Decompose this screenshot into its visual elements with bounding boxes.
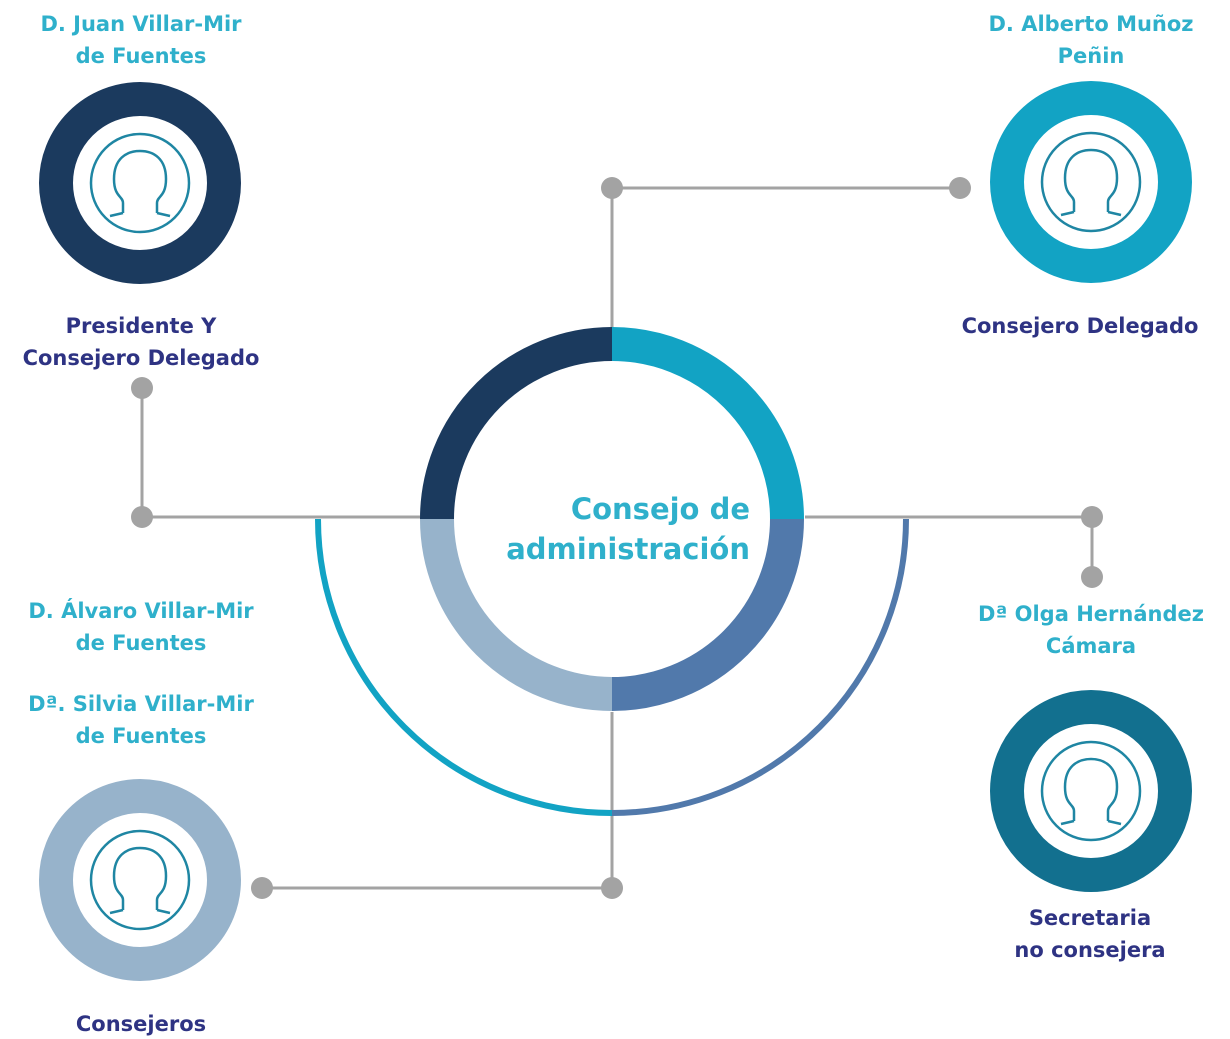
dot-right-top <box>1081 506 1103 528</box>
person-icon <box>1040 131 1142 233</box>
dot-bottom-right <box>601 877 623 899</box>
avatar-presidente <box>39 82 241 284</box>
member-name-consejeros: D. Álvaro Villar-Mir de Fuentes <box>10 595 272 659</box>
name-line: Dª. Silvia Villar-Mir <box>28 692 254 716</box>
role-line: Consejero Delegado <box>22 346 260 370</box>
central-ring <box>420 327 804 711</box>
member-name-consejero-delegado: D. Alberto Muñoz Peñin <box>960 8 1222 72</box>
member-role-consejero-delegado: Consejero Delegado <box>930 310 1230 342</box>
role-line: no consejera <box>1014 938 1166 962</box>
ring-segment-top-left <box>420 327 613 520</box>
avatar-secretaria <box>990 690 1192 892</box>
avatar-consejeros <box>39 779 241 981</box>
role-line: Consejeros <box>75 1012 207 1036</box>
member-name-secretaria: Dª Olga Hernández Cámara <box>955 598 1227 662</box>
name-line: Cámara <box>1045 634 1137 658</box>
avatar-ring <box>990 690 1192 892</box>
outer-arc-right <box>611 518 909 816</box>
dot-left-top <box>131 377 153 399</box>
dot-top-left <box>601 177 623 199</box>
name-line: D. Alberto Muñoz <box>988 12 1194 36</box>
role-line: Consejero Delegado <box>961 314 1199 338</box>
ring-segment-top-right <box>611 327 804 520</box>
outer-arc <box>315 518 909 816</box>
name-line: de Fuentes <box>75 44 207 68</box>
member-role-presidente: Presidente Y Consejero Delegado <box>0 310 282 374</box>
ring-segment-bottom-right <box>611 518 804 711</box>
ring-segment-bottom-left <box>420 518 613 711</box>
name-line: de Fuentes <box>75 724 207 748</box>
person-icon <box>1040 740 1142 842</box>
role-line: Presidente Y <box>65 314 217 338</box>
name-line: D. Álvaro Villar-Mir <box>28 599 254 623</box>
member-name-presidente: D. Juan Villar-Mir de Fuentes <box>10 8 272 72</box>
person-icon <box>89 829 191 931</box>
name-line: Peñin <box>1057 44 1125 68</box>
dot-right-bottom <box>1081 566 1103 588</box>
name-line: Dª Olga Hernández <box>978 602 1204 626</box>
dot-top-right <box>949 177 971 199</box>
outer-arc-left <box>315 518 613 816</box>
dot-bottom-left <box>251 877 273 899</box>
member-name-consejeros-2: Dª. Silvia Villar-Mir de Fuentes <box>10 688 272 752</box>
connector-dots <box>131 177 1103 899</box>
member-role-consejeros: Consejeros <box>30 1008 252 1039</box>
center-title-line2: administración <box>506 532 750 566</box>
avatar-ring <box>990 81 1192 283</box>
name-line: de Fuentes <box>75 631 207 655</box>
person-icon <box>89 132 191 234</box>
dot-left-bottom <box>131 506 153 528</box>
avatar-ring <box>39 779 241 981</box>
member-role-secretaria: Secretaria no consejera <box>970 902 1210 966</box>
center-title: Consejo de administración <box>480 489 750 569</box>
name-line: D. Juan Villar-Mir <box>40 12 242 36</box>
role-line: Secretaria <box>1028 906 1152 930</box>
avatar-consejero-delegado <box>990 81 1192 283</box>
center-title-line1: Consejo de <box>570 492 750 526</box>
avatar-ring <box>39 82 241 284</box>
